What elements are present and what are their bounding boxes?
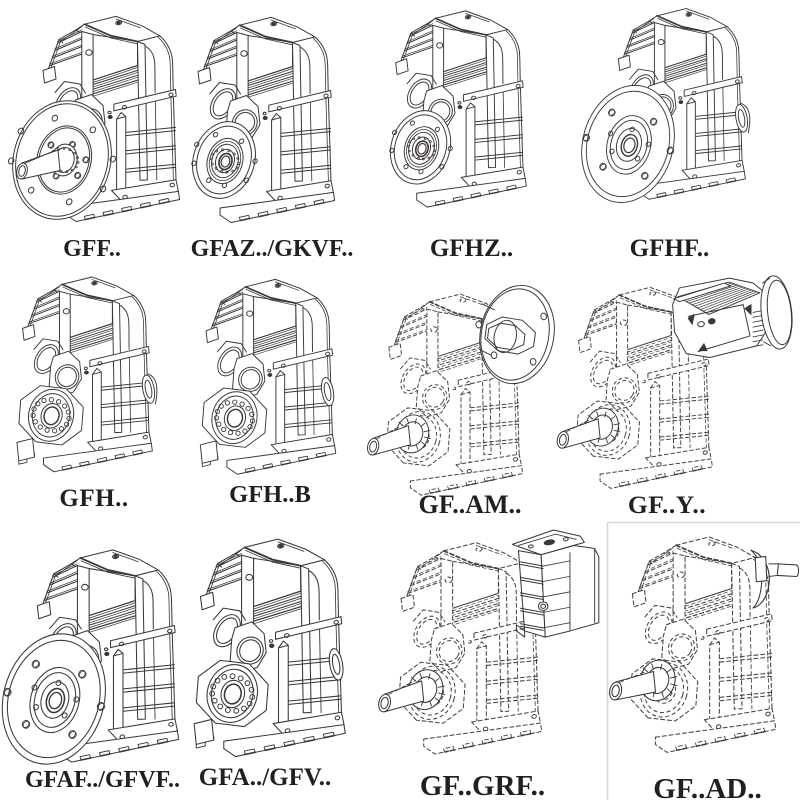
svg-text:GFA../GFV..: GFA../GFV.. [199,764,331,791]
svg-text:GFAZ../GKVF..: GFAZ../GKVF.. [191,236,354,262]
svg-text:GFH..: GFH.. [59,485,128,512]
svg-text:GF..AM..: GF..AM.. [418,490,521,519]
svg-text:GF..Y..: GF..Y.. [628,490,706,519]
svg-text:GFAF../GFVF..: GFAF../GFVF.. [25,767,180,793]
svg-text:GFHF..: GFHF.. [630,235,710,262]
svg-text:GFHZ..: GFHZ.. [430,235,513,262]
svg-text:GF..AD..: GF..AD.. [653,773,762,800]
svg-text:GFF..: GFF.. [63,236,121,262]
svg-text:GFH..B: GFH..B [229,481,311,508]
svg-text:GF..GRF..: GF..GRF.. [420,770,545,800]
